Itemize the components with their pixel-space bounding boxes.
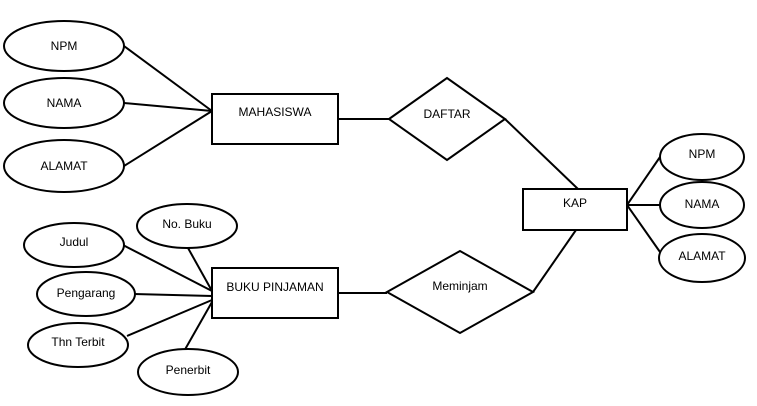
edge-penerbit-buku: [182, 301, 213, 354]
attribute-thn-terbit: Thn Terbit: [27, 322, 129, 368]
attribute-no-buku: No. Buku: [136, 203, 238, 249]
attribute-alamat-kap: ALAMAT: [658, 233, 746, 283]
attribute-judul: Judul: [23, 222, 125, 268]
relationship-label: DAFTAR: [423, 107, 470, 121]
entity-mahasiswa: MAHASISWA: [211, 93, 339, 145]
attribute-label: ALAMAT: [678, 249, 726, 263]
entity-buku-pinjaman: BUKU PINJAMAN: [211, 267, 339, 319]
attribute-label: Thn Terbit: [51, 335, 105, 349]
edge-kap-npm: [626, 156, 661, 206]
attribute-label: NPM: [689, 147, 716, 161]
edge-pengarang-buku: [133, 293, 213, 297]
attribute-label: ALAMAT: [40, 159, 88, 173]
relationship-daftar: DAFTAR: [387, 76, 507, 162]
attribute-npm-mahasiswa: NPM: [3, 20, 125, 72]
edge-thnterbit-buku: [126, 299, 213, 337]
entity-label: KAP: [563, 196, 587, 210]
edge-daftar-kap: [504, 118, 579, 190]
relationship-label: Meminjam: [432, 279, 487, 293]
attribute-penerbit: Penerbit: [137, 348, 239, 396]
entity-label: BUKU PINJAMAN: [226, 280, 323, 294]
attribute-nama-mahasiswa: NAMA: [3, 77, 125, 129]
edge-nobuku-buku: [187, 247, 213, 292]
attribute-label: Pengarang: [57, 286, 116, 300]
attribute-label: NPM: [51, 39, 78, 53]
attribute-nama-kap: NAMA: [659, 181, 745, 229]
edge-kap-meminjam: [532, 229, 577, 293]
edge-alamat-mahasiswa: [123, 110, 213, 167]
attribute-label: Judul: [60, 235, 89, 249]
attribute-label: NAMA: [685, 197, 720, 211]
relationship-meminjam: Meminjam: [384, 249, 536, 335]
edge-kap-alamat: [626, 204, 661, 253]
attribute-label: No. Buku: [162, 217, 211, 231]
edge-judul-buku: [122, 244, 213, 292]
edge-nama-mahasiswa: [123, 102, 213, 112]
attribute-label: Penerbit: [166, 363, 211, 377]
attribute-pengarang: Pengarang: [36, 271, 136, 317]
connectors: [122, 45, 661, 354]
attribute-npm-kap: NPM: [659, 133, 745, 181]
attribute-label: NAMA: [47, 96, 82, 110]
edge-npm-mahasiswa: [123, 45, 213, 112]
entity-label: MAHASISWA: [239, 105, 312, 119]
attribute-alamat-mahasiswa: ALAMAT: [3, 139, 125, 193]
entity-kap: KAP: [522, 188, 628, 231]
